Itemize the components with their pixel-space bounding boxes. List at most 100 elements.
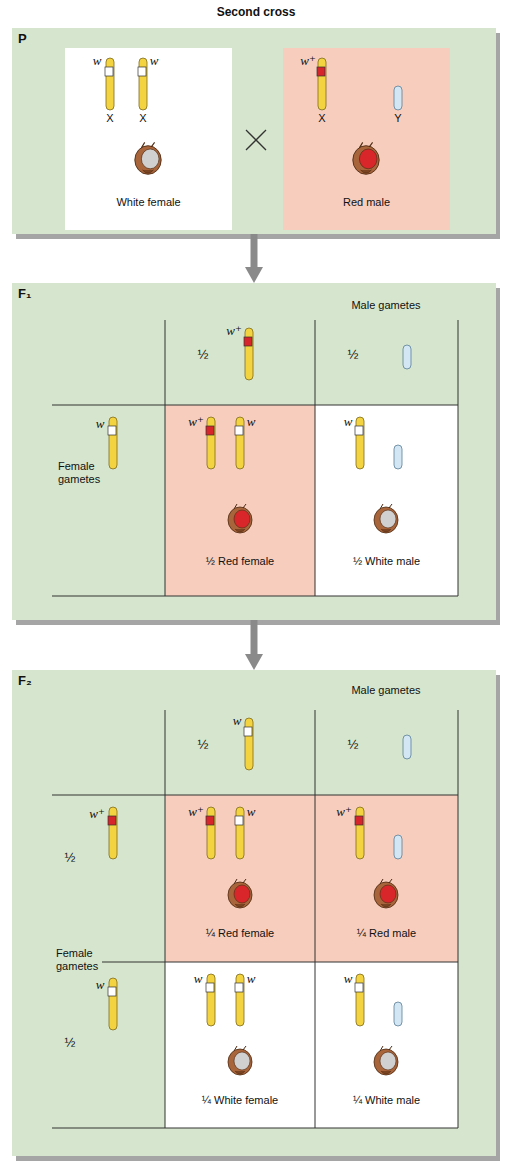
chromosome-label: X bbox=[316, 112, 328, 125]
allele-label: w⁺ bbox=[225, 324, 243, 337]
parent-box: w⁺ X Y Red male bbox=[283, 48, 450, 230]
allele-label: w⁺ bbox=[187, 415, 205, 428]
x-chromosome bbox=[108, 807, 117, 859]
x-chromosome bbox=[355, 807, 364, 859]
x-chromosome bbox=[235, 974, 244, 1026]
phenotype-label: ¼ White male bbox=[315, 1094, 458, 1107]
generation-label: F₁ bbox=[18, 287, 48, 300]
fly-head bbox=[353, 142, 379, 174]
allele-label: w bbox=[91, 54, 103, 67]
diagram-title: Second cross bbox=[0, 5, 512, 19]
cross-symbol bbox=[246, 130, 266, 150]
offspring-cell: w ¼ White male bbox=[315, 962, 458, 1128]
allele-label: w bbox=[245, 805, 257, 818]
offspring-cell: w w ¼ White female bbox=[165, 962, 315, 1128]
chromosome-label: X bbox=[137, 112, 149, 125]
x-chromosome bbox=[206, 974, 215, 1026]
generation-arrow bbox=[251, 234, 258, 267]
fly-head bbox=[228, 879, 252, 908]
x-chromosome bbox=[108, 417, 117, 469]
x-chromosome bbox=[235, 807, 244, 859]
allele-label: w⁺ bbox=[187, 805, 205, 818]
allele-label: w bbox=[231, 714, 243, 727]
phenotype-label: White female bbox=[65, 196, 232, 209]
probability-label: ½ bbox=[195, 738, 211, 751]
offspring-cell: w⁺ w ¼ Red female bbox=[165, 795, 315, 962]
probability-label: ½ bbox=[345, 348, 361, 361]
x-chromosome bbox=[138, 58, 147, 110]
x-chromosome bbox=[317, 58, 326, 110]
y-chromosome bbox=[394, 835, 402, 859]
gamete-cell: w⁺ ½ bbox=[52, 795, 165, 962]
x-chromosome bbox=[206, 807, 215, 859]
x-chromosome bbox=[235, 417, 244, 469]
phenotype-label: ¼ White female bbox=[165, 1094, 315, 1107]
allele-label: w⁺ bbox=[299, 54, 317, 67]
generation-panel: Pw wX X White female w⁺ X Y Red male bbox=[12, 28, 496, 234]
gamete-cell: ½ bbox=[315, 710, 458, 795]
fly-head bbox=[374, 1046, 398, 1075]
fly-head bbox=[228, 504, 252, 533]
chromosome-label: X bbox=[104, 112, 116, 125]
x-chromosome bbox=[244, 718, 253, 770]
punnett-grid bbox=[52, 320, 458, 596]
allele-label: w bbox=[342, 972, 354, 985]
allele-label: w⁺ bbox=[335, 805, 353, 818]
x-chromosome bbox=[355, 417, 364, 469]
x-chromosome bbox=[108, 978, 117, 1030]
y-chromosome bbox=[394, 1002, 402, 1026]
gamete-cell: w½ bbox=[165, 710, 315, 795]
phenotype-label: ¼ Red male bbox=[315, 927, 458, 940]
phenotype-label: ½ Red female bbox=[165, 555, 315, 568]
allele-label: w bbox=[245, 972, 257, 985]
x-chromosome bbox=[206, 417, 215, 469]
y-chromosome bbox=[394, 445, 402, 469]
probability-label: ½ bbox=[195, 348, 211, 361]
punnett-grid bbox=[52, 710, 458, 1128]
y-chromosome bbox=[403, 345, 411, 369]
gamete-cell: w⁺ ½ bbox=[165, 320, 315, 405]
parent-box: w wX X White female bbox=[65, 48, 232, 230]
connector-layer bbox=[254, 234, 255, 654]
phenotype-label: ½ White male bbox=[315, 555, 458, 568]
generation-label: P bbox=[18, 32, 42, 45]
probability-label: ½ bbox=[62, 851, 78, 864]
fly-head bbox=[374, 504, 398, 533]
allele-label: w bbox=[245, 415, 257, 428]
chromosome-label: Y bbox=[392, 112, 404, 125]
fly-head bbox=[135, 142, 161, 174]
generation-arrow bbox=[251, 620, 258, 654]
offspring-cell: w⁺ ¼ Red male bbox=[315, 795, 458, 962]
generation-panel: F₂Male gametesFemale gametesw½½w⁺½w½w⁺w¼… bbox=[12, 670, 496, 1156]
allele-label: w bbox=[94, 978, 106, 991]
offspring-cell: w⁺ w ½ Red female bbox=[165, 405, 315, 596]
offspring-cell: w ½ White male bbox=[315, 405, 458, 596]
allele-label: w⁺ bbox=[88, 807, 106, 820]
phenotype-label: Red male bbox=[283, 196, 450, 209]
gamete-cell: ½ bbox=[315, 320, 458, 405]
phenotype-label: ¼ Red female bbox=[165, 927, 315, 940]
gamete-cell: w bbox=[52, 405, 165, 596]
generation-label: F₂ bbox=[18, 674, 48, 687]
gamete-cell: w½ bbox=[52, 962, 165, 1128]
fly-head bbox=[228, 1046, 252, 1075]
probability-label: ½ bbox=[345, 738, 361, 751]
x-chromosome bbox=[355, 974, 364, 1026]
axis-label: Female gametes bbox=[56, 947, 106, 973]
axis-label: Male gametes bbox=[316, 299, 456, 312]
axis-label: Female gametes bbox=[58, 460, 108, 486]
axis-label: Male gametes bbox=[316, 684, 456, 697]
y-chromosome bbox=[403, 735, 411, 759]
allele-label: w bbox=[148, 54, 160, 67]
allele-label: w bbox=[94, 417, 106, 430]
generation-panel: F₁ Male gametesFemale gametes w⁺ ½ ½ w w⁺ w ½ Re… bbox=[12, 283, 496, 620]
allele-label: w bbox=[192, 972, 204, 985]
y-chromosome bbox=[394, 86, 402, 110]
fly-head bbox=[374, 879, 398, 908]
probability-label: ½ bbox=[62, 1036, 78, 1049]
x-chromosome bbox=[105, 58, 114, 110]
allele-label: w bbox=[342, 415, 354, 428]
x-chromosome bbox=[244, 328, 253, 380]
